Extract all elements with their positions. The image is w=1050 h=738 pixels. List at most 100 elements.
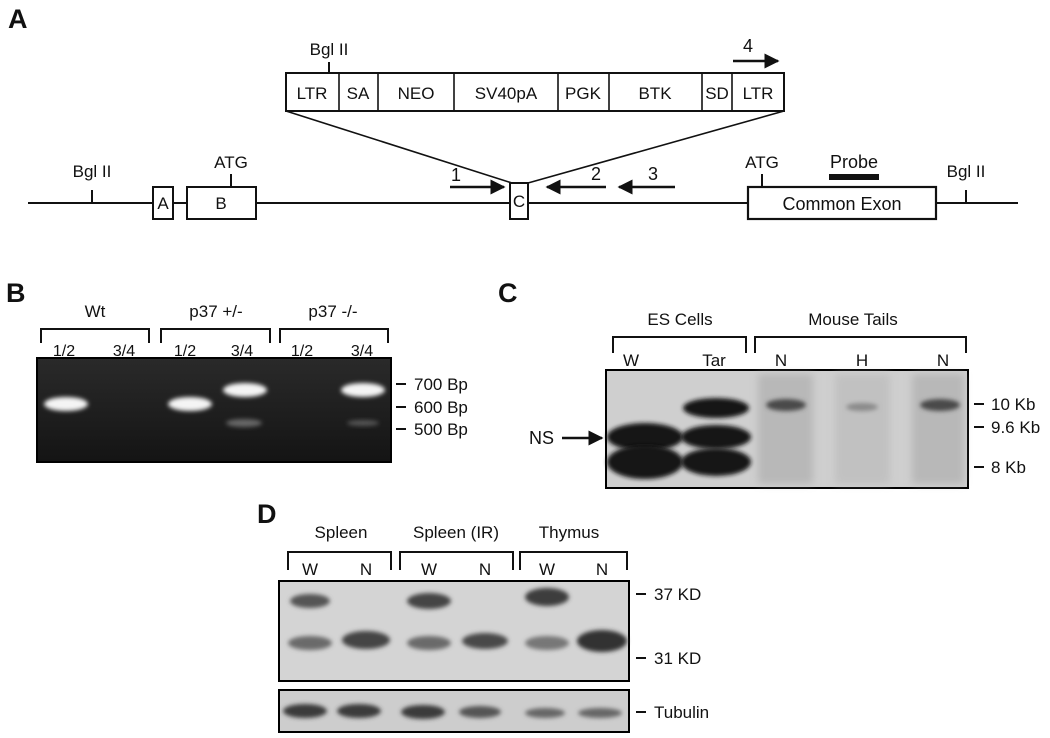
atg-right-label: ATG: [745, 153, 779, 172]
probe-bar: [829, 174, 879, 180]
marker-label-10kb: 10 Kb: [991, 395, 1035, 414]
panel-a: A Bgl II LTR SA NEO SV40pA PGK BTK SD LT…: [8, 4, 1018, 221]
western-band-37kd-lane-3: [407, 593, 451, 609]
southern-band-tar-8kb: [681, 448, 751, 476]
probe-label: Probe: [830, 152, 878, 172]
marker-label-31kd: 31 KD: [654, 649, 701, 668]
gel-lane-1: 1/2: [53, 343, 75, 360]
southern-band-tar-10kb: [683, 398, 749, 418]
tubulin-band-4: [459, 706, 501, 718]
primer-1-label: 1: [451, 165, 461, 185]
southern-lane-tar: Tar: [702, 351, 726, 370]
gel-group-brackets: [40, 328, 389, 343]
panel-b: B Wt p37 +/- p37 -/- 1/2 3/4 1/2 3/4 1/2…: [6, 278, 468, 463]
western-lane-4: N: [479, 560, 491, 579]
southern-lane-h: H: [856, 351, 868, 370]
insert-segment-sa: SA: [347, 84, 370, 103]
western-band-31kd-lane-3: [407, 636, 451, 650]
western-blot-image: [278, 580, 630, 682]
southern-lane-n2: N: [937, 351, 949, 370]
marker-label-8kb: 8 Kb: [991, 458, 1026, 477]
gel-group-ko: p37 -/-: [308, 302, 357, 321]
gel-band-het-1-2: [168, 397, 212, 411]
western-band-31kd-lane-2: [342, 631, 390, 649]
insert-dividers: [338, 73, 733, 111]
panel-a-letter: A: [8, 4, 28, 34]
western-band-37kd-lane-1: [290, 594, 330, 608]
western-group-thymus: Thymus: [539, 523, 599, 542]
western-lane-3: W: [421, 560, 437, 579]
common-exon-box: [746, 185, 938, 221]
tubulin-label: Tubulin: [654, 703, 709, 722]
left-bglii-label: Bgl II: [73, 162, 112, 181]
gel-group-wt: Wt: [85, 302, 106, 321]
gel-band-ko-faint: [347, 420, 379, 426]
panel-d-letter: D: [257, 499, 277, 529]
western-lane-5: W: [539, 560, 555, 579]
marker-label-700bp: 700 Bp: [414, 375, 468, 394]
right-bglii-label: Bgl II: [947, 162, 986, 181]
primer-4-label: 4: [743, 36, 753, 56]
southern-band-w-upper: [607, 423, 683, 451]
insert-segment-sd: SD: [705, 84, 729, 103]
insertion-line-right: [527, 110, 785, 184]
ns-label: NS: [529, 428, 554, 448]
insert-bglii-label: Bgl II: [310, 40, 349, 59]
exon-c-label: C: [513, 192, 525, 211]
insertion-line-left: [285, 110, 513, 184]
panel-c: C ES Cells Mouse Tails W Tar N H N: [498, 278, 1040, 489]
tubulin-band-2: [337, 704, 381, 718]
exon-a-box: [152, 186, 174, 220]
southern-group-brackets: [612, 336, 967, 353]
gel-lane-6: 3/4: [351, 343, 373, 360]
southern-band-n2-10kb: [920, 399, 960, 411]
marker-label-37kd: 37 KD: [654, 585, 701, 604]
western-band-31kd-lane-1: [288, 636, 332, 650]
common-exon-label: Common Exon: [782, 194, 901, 214]
southern-lane-w: W: [623, 351, 639, 370]
exon-b-label: B: [215, 194, 226, 213]
southern-lane-n1: N: [775, 351, 787, 370]
western-band-37kd-lane-5: [525, 588, 569, 606]
tubulin-band-6: [578, 708, 622, 718]
gel-lane-3: 1/2: [174, 343, 196, 360]
exon-c-box: [509, 182, 529, 220]
insert-segment-btk: BTK: [638, 84, 672, 103]
western-lane-2: N: [360, 560, 372, 579]
pcr-gel-image: [36, 357, 392, 463]
gel-band-wt-1-2: [44, 397, 88, 411]
panel-b-letter: B: [6, 278, 26, 308]
insert-segment-ltr-5: LTR: [297, 84, 328, 103]
gel-lane-2: 3/4: [113, 343, 135, 360]
gel-group-het: p37 +/-: [189, 302, 242, 321]
western-band-31kd-lane-5: [525, 636, 569, 650]
southern-background-lanes: [758, 374, 964, 484]
marker-label-600bp: 600 Bp: [414, 398, 468, 417]
atg-left-label: ATG: [214, 153, 248, 172]
insert-segment-pgk: PGK: [565, 84, 602, 103]
southern-band-h-10kb: [846, 403, 878, 411]
marker-label-500bp: 500 Bp: [414, 420, 468, 439]
western-lane-6: N: [596, 560, 608, 579]
retroviral-insert-box: [285, 72, 785, 112]
primer-2-label: 2: [591, 164, 601, 184]
marker-label-9-6kb: 9.6 Kb: [991, 418, 1040, 437]
gel-lane-5: 1/2: [291, 343, 313, 360]
insert-segment-sv40pa: SV40pA: [475, 84, 538, 103]
insert-segment-neo: NEO: [398, 84, 435, 103]
tubulin-band-1: [283, 704, 327, 718]
southern-band-n1-10kb: [766, 399, 806, 411]
southern-band-w-lower: [607, 445, 683, 479]
western-band-31kd-lane-4: [462, 633, 508, 649]
western-band-31kd-lane-6: [577, 630, 627, 652]
gel-band-het-3-4: [223, 383, 267, 397]
primer-3-label: 3: [648, 164, 658, 184]
southern-band-tar-9-6kb: [681, 425, 751, 449]
western-group-spleen: Spleen: [315, 523, 368, 542]
gel-band-ko-3-4: [341, 383, 385, 397]
southern-group-es-cells: ES Cells: [647, 310, 712, 329]
gel-lane-4: 3/4: [231, 343, 253, 360]
exon-a-label: A: [157, 194, 169, 213]
panel-c-letter: C: [498, 278, 518, 308]
